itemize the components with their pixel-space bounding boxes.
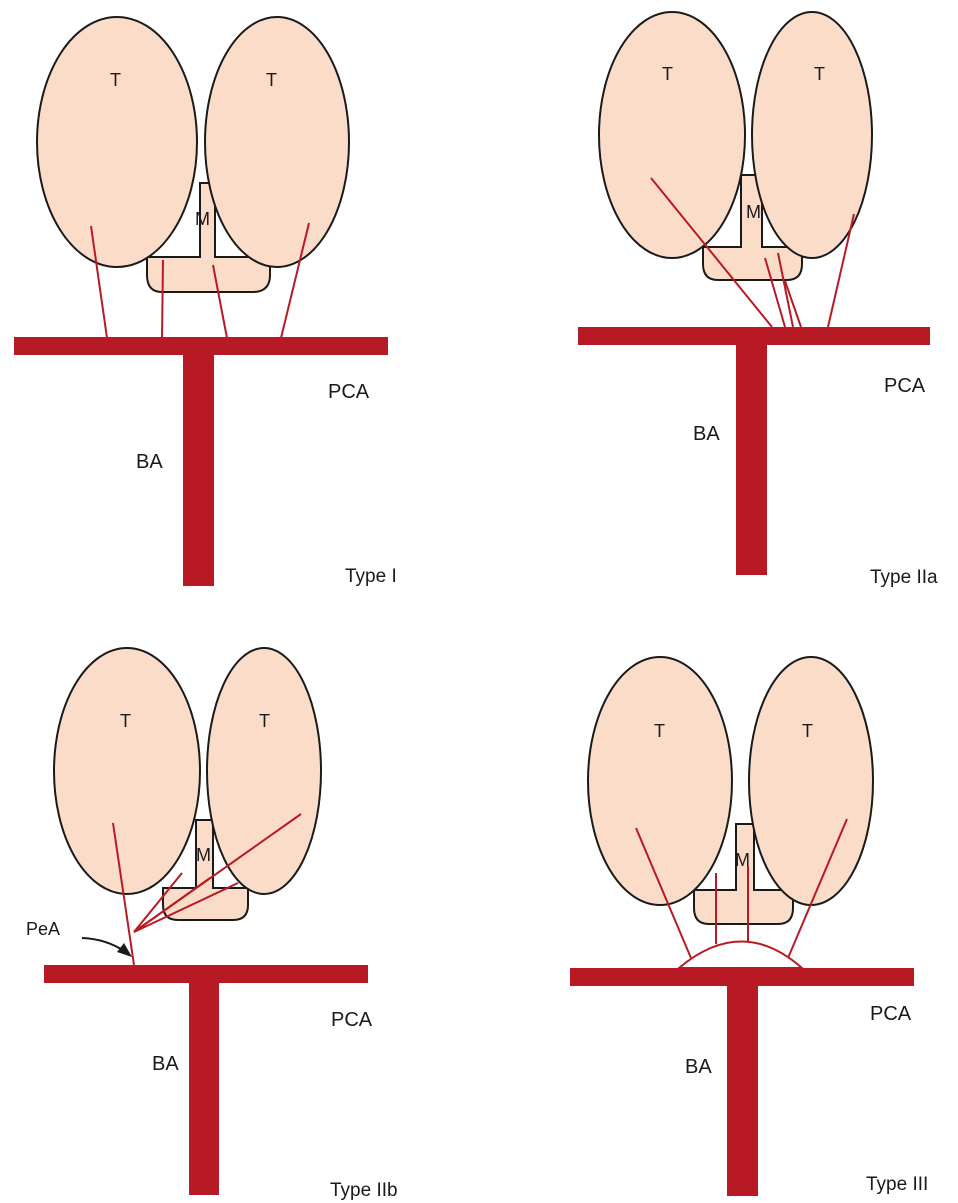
panel-type-iib: T T M PeA PCA BA Type IIb	[26, 648, 398, 1201]
left-lobe	[37, 17, 197, 267]
ba-label: BA	[693, 423, 720, 445]
right-lobe-label: T	[259, 711, 270, 731]
pca-label: PCA	[331, 1009, 373, 1031]
right-lobe	[207, 648, 321, 894]
panel-type-iii: T T M PCA BA Type III	[570, 657, 928, 1196]
ba-trunk	[736, 345, 767, 575]
panel-type-iia: T T M PCA BA Type IIa	[578, 12, 938, 588]
right-lobe	[749, 657, 873, 905]
left-lobe-label: T	[110, 70, 121, 90]
pca-bar	[570, 968, 914, 986]
pca-label: PCA	[884, 375, 926, 397]
type-label: Type III	[866, 1174, 928, 1195]
right-lobe	[752, 12, 872, 258]
ba-trunk	[189, 983, 219, 1195]
left-lobe	[599, 12, 745, 258]
left-lobe	[588, 657, 732, 905]
pca-bar	[44, 965, 368, 983]
ba-label: BA	[136, 451, 163, 473]
thalamic-arch	[679, 942, 802, 969]
middle-label: M	[196, 845, 211, 865]
left-lobe-label: T	[654, 721, 665, 741]
panel-type-i: T T M PCA BA Type I	[14, 17, 397, 587]
pca-label: PCA	[870, 1003, 912, 1025]
right-lobe-label: T	[266, 70, 277, 90]
left-lobe-label: T	[120, 711, 131, 731]
left-lobe	[54, 648, 200, 894]
middle-label: M	[195, 209, 210, 229]
pca-label: PCA	[328, 381, 370, 403]
pea-label: PeA	[26, 919, 60, 939]
right-lobe	[205, 17, 349, 267]
right-lobe-label: T	[814, 64, 825, 84]
type-label: Type IIa	[870, 567, 938, 588]
type-label: Type IIb	[330, 1180, 398, 1201]
pea-arrow	[82, 938, 132, 957]
pca-bar	[578, 327, 930, 345]
ba-trunk	[183, 355, 214, 586]
type-label: Type I	[345, 566, 397, 587]
left-lobe-label: T	[662, 64, 673, 84]
ba-label: BA	[152, 1053, 179, 1075]
ba-label: BA	[685, 1056, 712, 1078]
ba-trunk	[727, 986, 758, 1196]
pca-bar	[14, 337, 388, 355]
right-lobe-label: T	[802, 721, 813, 741]
middle-label: M	[735, 850, 750, 870]
middle-label: M	[746, 202, 761, 222]
